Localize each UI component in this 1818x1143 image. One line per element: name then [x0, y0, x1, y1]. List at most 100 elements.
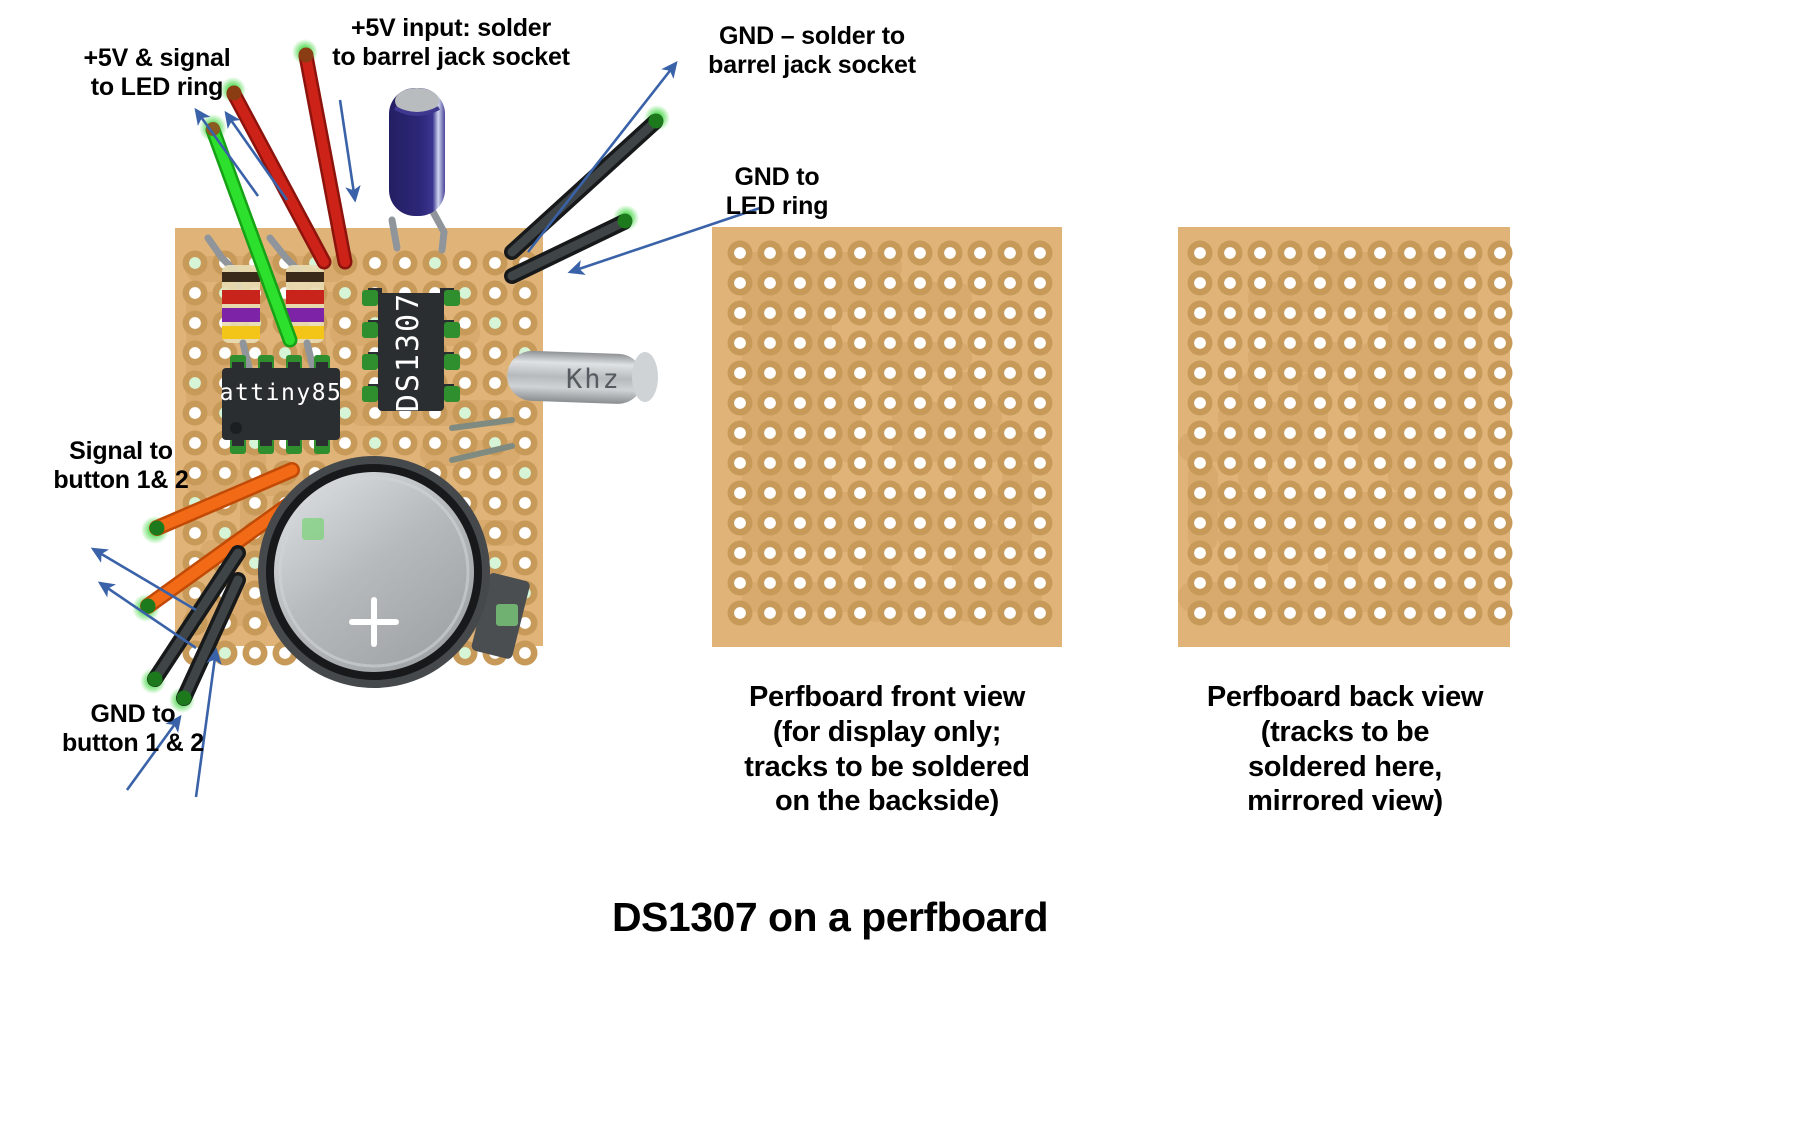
pad-hole	[854, 427, 866, 439]
pad-hole	[1224, 337, 1236, 349]
pad-hole	[1374, 547, 1386, 559]
arrow-gnd-btn-2	[194, 647, 222, 798]
pad-hole	[794, 397, 806, 409]
label-plus5v-signal-led-ring: +5V & signal to LED ring	[83, 44, 231, 101]
pad-hole	[1464, 307, 1476, 319]
pad-hole	[1284, 367, 1296, 379]
pad-hole	[914, 547, 926, 559]
pad-hole	[1284, 577, 1296, 589]
pad-hole	[884, 517, 896, 529]
pad-hole	[519, 407, 531, 419]
pad-hole	[944, 307, 956, 319]
pad-hole	[1344, 547, 1356, 559]
pad-hole	[249, 347, 261, 359]
pad-hole	[884, 367, 896, 379]
pad-hole	[249, 437, 261, 449]
label-gnd-led-ring: GND to LED ring	[725, 163, 829, 220]
pad-hole	[1494, 577, 1506, 589]
pad-hole	[1194, 487, 1206, 499]
pad-hole	[219, 527, 231, 539]
arrow-gnd-btn-1	[125, 714, 182, 791]
pad-hole	[824, 427, 836, 439]
pad-hole	[189, 317, 201, 329]
pad-hole	[1494, 397, 1506, 409]
pad-hole	[854, 367, 866, 379]
pad-hole	[764, 517, 776, 529]
pad-hole	[489, 347, 501, 359]
pad-hole	[914, 607, 926, 619]
pad-hole	[734, 427, 746, 439]
arrow-sig-btn-2	[97, 581, 197, 650]
pad-hole	[1194, 577, 1206, 589]
pad-hole	[1254, 307, 1266, 319]
pad-hole	[854, 397, 866, 409]
electrolytic-capacitor	[388, 88, 448, 254]
pad-hole	[1344, 577, 1356, 589]
pad-hole	[884, 607, 896, 619]
wire-red-led-ring	[220, 77, 332, 270]
pad-hole	[1464, 457, 1476, 469]
pad-hole	[1494, 277, 1506, 289]
pad-hole	[1464, 247, 1476, 259]
pad-hole	[974, 427, 986, 439]
pad-hole	[974, 607, 986, 619]
pad-hole	[1344, 277, 1356, 289]
pad-hole	[764, 577, 776, 589]
pad-hole	[914, 337, 926, 349]
pad-hole	[489, 467, 501, 479]
label-signal-to-buttons: Signal to button 1& 2	[53, 437, 189, 494]
coin-cell-battery	[258, 456, 530, 688]
pad-hole	[854, 307, 866, 319]
page-title: DS1307 on a perfboard	[611, 894, 1049, 940]
pad-hole	[1314, 487, 1326, 499]
pad-hole	[1284, 427, 1296, 439]
pad-hole	[944, 607, 956, 619]
wire-red-5v-input	[292, 39, 353, 270]
pad-hole	[1494, 607, 1506, 619]
pad-hole	[824, 577, 836, 589]
pad-hole	[1034, 457, 1046, 469]
pad-hole	[914, 427, 926, 439]
pad-hole	[1404, 517, 1416, 529]
pad-hole	[1374, 247, 1386, 259]
pad-hole	[974, 307, 986, 319]
pad-hole	[974, 577, 986, 589]
pad-hole	[1034, 517, 1046, 529]
pad-hole	[794, 427, 806, 439]
pad-hole	[1494, 307, 1506, 319]
pad-hole	[1194, 457, 1206, 469]
pad-hole	[914, 517, 926, 529]
pad-hole	[1374, 397, 1386, 409]
arrow-5v-input	[338, 99, 361, 203]
pad-hole	[734, 457, 746, 469]
pad-hole	[1374, 427, 1386, 439]
pad-hole	[1494, 487, 1506, 499]
pad-hole	[764, 247, 776, 259]
pad-hole	[854, 607, 866, 619]
pad-hole	[339, 347, 351, 359]
pad-hole	[764, 367, 776, 379]
pad-hole	[854, 577, 866, 589]
pad-hole	[914, 307, 926, 319]
pad-hole	[1314, 277, 1326, 289]
pad-hole	[519, 437, 531, 449]
pad-hole	[1004, 517, 1016, 529]
pad-hole	[854, 547, 866, 559]
pad-hole	[884, 337, 896, 349]
wire-black-gnd-barrel	[504, 105, 670, 260]
pad-hole	[249, 557, 261, 569]
pad-hole	[189, 467, 201, 479]
pad-hole	[1374, 367, 1386, 379]
pad-hole	[914, 367, 926, 379]
pad-hole	[399, 257, 411, 269]
pad-hole	[794, 247, 806, 259]
pad-hole	[734, 517, 746, 529]
pad-hole	[489, 287, 501, 299]
pad-hole	[1194, 547, 1206, 559]
pad-hole	[1034, 277, 1046, 289]
pad-hole	[1434, 487, 1446, 499]
pad-hole	[1254, 247, 1266, 259]
pad-hole	[974, 487, 986, 499]
pad-hole	[824, 487, 836, 499]
pad-hole	[854, 487, 866, 499]
